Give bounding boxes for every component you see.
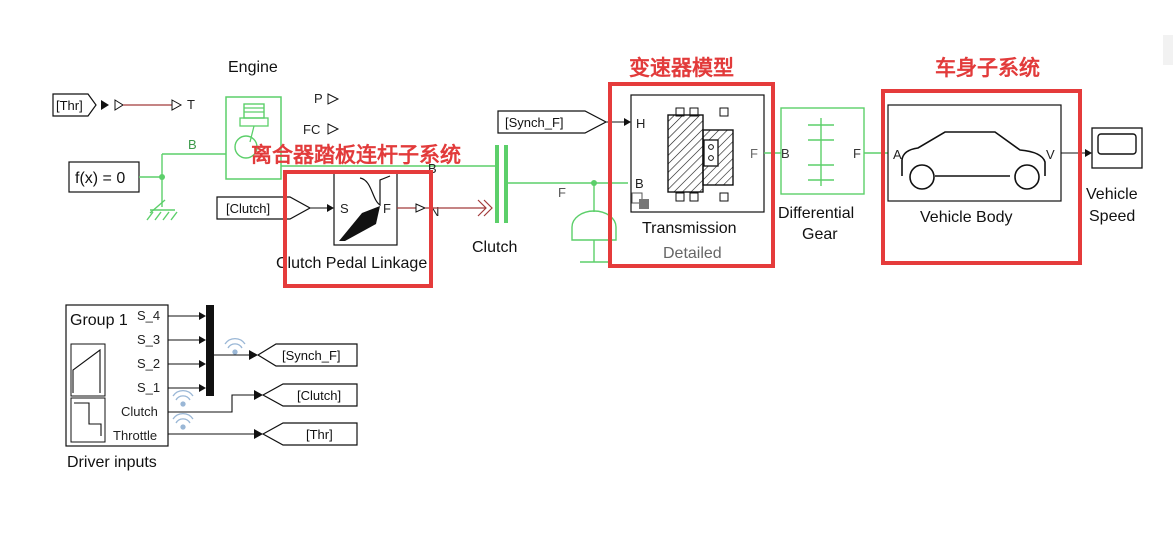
engine-block[interactable] <box>225 96 282 180</box>
driver-out-s1: S_1 <box>137 380 160 395</box>
diff-port-b: B <box>781 146 790 161</box>
clutch-signal-arrow <box>327 204 334 212</box>
svg-text:[Synch_F]: [Synch_F] <box>282 348 341 363</box>
mux-block[interactable] <box>206 305 214 396</box>
diff-port-f: F <box>853 146 861 161</box>
transmission-highlight <box>608 82 775 268</box>
throttle-goto-arrow <box>254 429 263 439</box>
svg-text:[Clutch]: [Clutch] <box>226 201 270 216</box>
engine-port-p: P <box>314 91 323 106</box>
clutch-port-f: F <box>558 185 566 200</box>
vehicle-port-a: A <box>893 147 902 162</box>
scope-label-2: Speed <box>1089 208 1135 225</box>
driver-inputs-block[interactable] <box>65 304 169 447</box>
linkage-port-b: B <box>428 161 437 176</box>
driver-inputs-label: Driver inputs <box>67 454 157 471</box>
clutch-n-arrow-2 <box>483 199 493 217</box>
thr-arrow-1 <box>101 100 109 110</box>
clutch-block[interactable] <box>495 145 508 223</box>
solver-config-block[interactable]: f(x) = 0 <box>68 161 140 193</box>
driver-group-label: Group 1 <box>70 312 128 329</box>
clutch-goto-tag-2[interactable]: [Clutch] <box>261 383 358 407</box>
linkage-f-arrow <box>415 203 427 213</box>
clutch-subsystem-annotation: 离合器踏板连杆子系统 <box>251 143 461 167</box>
clutch-pedal-linkage-label: Clutch Pedal Linkage <box>276 255 427 272</box>
driver-out-s4: S_4 <box>137 308 160 323</box>
driver-out-clutch: Clutch <box>121 404 158 419</box>
scope-block[interactable] <box>1091 127 1143 169</box>
transmission-block[interactable] <box>630 94 765 213</box>
synch-f-goto-tag[interactable]: [Synch_F] <box>256 343 358 367</box>
inertia-icon <box>571 183 617 263</box>
mux-input-lines <box>168 312 206 392</box>
vehicle-body-label: Vehicle Body <box>920 209 1013 226</box>
driver-out-s2: S_2 <box>137 356 160 371</box>
svg-text:[Thr]: [Thr] <box>56 98 83 113</box>
transmission-port-f: F <box>750 146 758 161</box>
transmission-label: Transmission <box>642 220 737 237</box>
svg-text:[Synch_F]: [Synch_F] <box>505 115 564 130</box>
vehicle-body-highlight <box>881 89 1082 265</box>
port-fc-arrow <box>327 123 340 135</box>
driver-out-throttle: Throttle <box>113 428 157 443</box>
synch-goto-arrow <box>249 350 258 360</box>
transmission-annotation: 变速器模型 <box>629 56 734 80</box>
from-thr-tag[interactable]: [Thr] <box>52 93 97 117</box>
clutch-n-arrow <box>477 199 487 217</box>
differential-label-2: Gear <box>802 226 838 243</box>
vehicle-port-v: V <box>1046 147 1055 162</box>
driver-out-s3: S_3 <box>137 332 160 347</box>
transmission-port-b: B <box>635 176 644 191</box>
speed-signal-arrow <box>1085 149 1092 157</box>
synch-signal-arrow <box>624 118 631 126</box>
vehicle-body-block[interactable] <box>887 104 1062 202</box>
differential-label-1: Differential <box>778 205 854 222</box>
clutch-subsystem-highlight <box>283 170 433 288</box>
edge-strip <box>1163 35 1173 65</box>
engine-port-t: T <box>187 97 195 112</box>
differential-gear-block[interactable] <box>780 107 865 195</box>
transmission-port-h: H <box>636 116 645 131</box>
engine-title: Engine <box>228 59 278 76</box>
thr-arrow-2 <box>114 99 124 111</box>
clutch-goto-arrow <box>254 390 263 400</box>
engine-t-port-arrow <box>171 99 183 111</box>
engine-port-b: B <box>188 137 197 152</box>
body-subsystem-annotation: 车身子系统 <box>935 56 1040 80</box>
clutch-goto-line <box>168 394 254 413</box>
engine-port-fc: FC <box>303 122 320 137</box>
port-p-arrow <box>327 93 340 105</box>
linkage-port-n: N <box>430 204 439 219</box>
svg-text:f(x) = 0: f(x) = 0 <box>75 170 125 187</box>
svg-text:[Thr]: [Thr] <box>306 427 333 442</box>
clutch-goto-tag[interactable]: [Clutch] <box>216 196 312 220</box>
transmission-variant-label: Detailed <box>663 245 722 262</box>
svg-text:[Clutch]: [Clutch] <box>297 388 341 403</box>
linkage-port-f: F <box>383 201 391 216</box>
thr-goto-tag[interactable]: [Thr] <box>261 422 358 446</box>
linkage-port-s: S <box>340 201 349 216</box>
synch-f-from-tag[interactable]: [Synch_F] <box>497 110 608 134</box>
scope-label-1: Vehicle <box>1086 186 1138 203</box>
ground-icon <box>146 199 178 221</box>
clutch-label: Clutch <box>472 239 517 256</box>
signal-wave-icon <box>172 338 246 430</box>
